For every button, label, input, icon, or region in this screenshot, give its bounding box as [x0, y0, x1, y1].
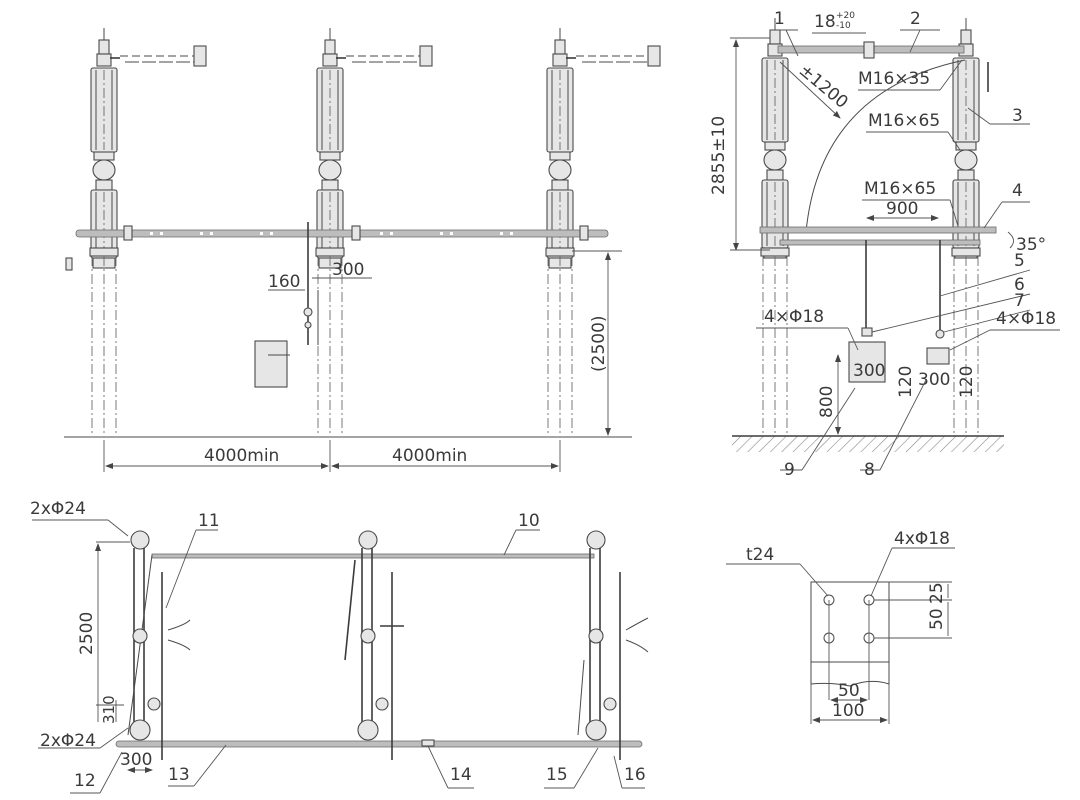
dim-300-plan: 300: [120, 750, 152, 770]
callout-14: 14: [450, 765, 472, 785]
callout-3: 3: [1012, 106, 1023, 126]
tolerance-upper: +20: [836, 11, 855, 21]
bolt-mid: M16×65: [868, 111, 940, 131]
callout-10: 10: [518, 511, 540, 531]
plate-thickness: t24: [746, 545, 774, 565]
callout-15: 15: [546, 765, 568, 785]
holes-right: 4×Φ18: [996, 309, 1056, 329]
plate-holes: 4xΦ18: [894, 529, 950, 549]
dim-box-width-left: 300: [853, 361, 885, 381]
dim-overall-height: 2855±10: [709, 116, 729, 195]
callout-4: 4: [1012, 181, 1023, 201]
bolt-top: M16×35: [858, 69, 930, 89]
callout-8: 8: [864, 460, 875, 480]
dim-2500: 2500: [77, 612, 97, 655]
angle-35: 35°: [1016, 235, 1046, 255]
callout-1: 1: [774, 9, 785, 29]
dim-plate-100: 100: [832, 701, 864, 721]
pole-assembly-3: [577, 530, 649, 760]
plan-view: 2500 310 300 2xΦ24 2xΦ24 11 10 12 13 14 …: [30, 499, 649, 794]
operating-mechanism: [254, 222, 319, 388]
dim-box-h-right: 120: [957, 366, 977, 398]
callout-11: 11: [198, 511, 220, 531]
radius-1200: ±1200: [795, 61, 852, 113]
base-frame: [75, 229, 609, 238]
callout-7: 7: [1014, 291, 1025, 311]
dim-spacing-left: 4000min: [204, 446, 279, 466]
bolt-base: M16×65: [864, 179, 936, 199]
dim-900: 900: [886, 199, 918, 219]
dim-box-width-right: 300: [918, 370, 950, 390]
side-view: 2855±10 900 800 300 120 300 120 1 18 +20…: [709, 9, 1060, 480]
dim-300: 300: [332, 260, 364, 280]
dim-160: 160: [268, 272, 300, 292]
dim-spacing-right: 4000min: [392, 446, 467, 466]
dim-plate-50v: 50: [927, 608, 947, 630]
plate-detail: 50 100 25 50 t24 4xΦ18: [726, 529, 955, 724]
holes-left: 4×Φ18: [764, 307, 824, 327]
dim-plate-25: 25: [927, 582, 947, 604]
holes-top: 2xΦ24: [30, 499, 86, 519]
insulator-stack-3: [545, 27, 661, 437]
tolerance-lower: -10: [836, 21, 851, 31]
dim-800: 800: [817, 386, 837, 418]
dim-box-h-left: 120: [896, 366, 916, 398]
tolerance-base: 18: [814, 12, 836, 32]
insulator-stack-2: [315, 27, 433, 437]
pole-assembly-1: [127, 530, 191, 760]
holes-bottom: 2xΦ24: [40, 731, 96, 751]
dim-310: 310: [100, 695, 118, 724]
pole-assembly-2: [344, 530, 404, 760]
front-view: 160 300 (2500) 4000min 4000min: [64, 27, 661, 472]
insulator-stack-1: [89, 27, 207, 437]
dim-height-2500: (2500): [589, 315, 609, 372]
callout-13: 13: [168, 765, 190, 785]
callout-5: 5: [1014, 251, 1025, 271]
callout-16: 16: [624, 765, 646, 785]
dim-plate-50h: 50: [838, 681, 860, 701]
callout-9: 9: [784, 460, 795, 480]
callout-2: 2: [910, 9, 921, 29]
callout-6: 6: [1014, 275, 1025, 295]
callout-12: 12: [74, 771, 96, 791]
